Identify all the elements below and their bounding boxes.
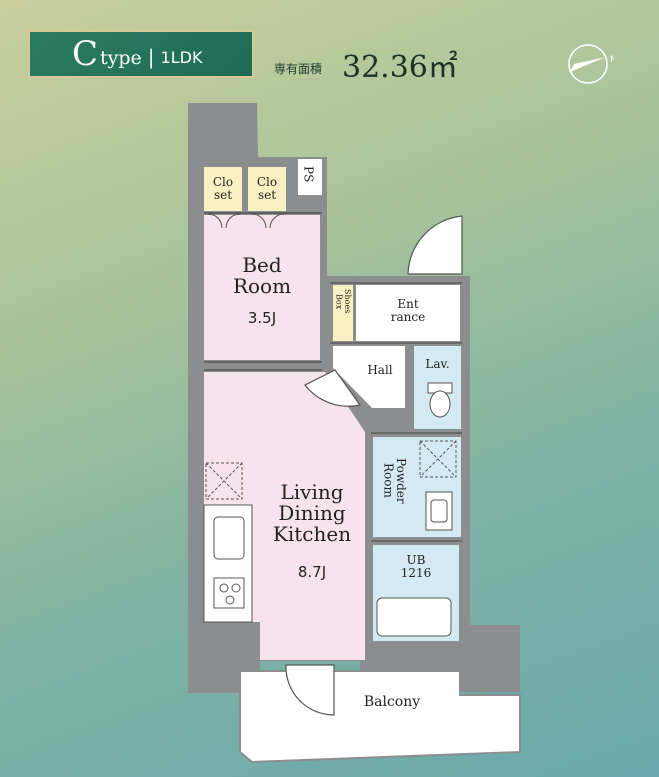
closet-door-1 <box>207 213 223 229</box>
kitchen-counter <box>203 504 253 623</box>
compass-north-label: N <box>610 55 614 65</box>
bathtub-icon <box>376 597 452 637</box>
powder-ventilation-icon <box>419 440 457 478</box>
hall-fill <box>333 346 405 408</box>
ps-fill <box>298 159 322 195</box>
ps-label: PS <box>301 166 316 183</box>
area-label: 専有面積 <box>274 62 323 76</box>
kitchen-sink-icon <box>213 516 245 560</box>
compass-icon: N <box>568 44 614 84</box>
hall-door <box>304 369 362 407</box>
layout-type: 1LDK <box>160 47 203 67</box>
lav-label: Lav. <box>425 357 450 371</box>
entrance-door <box>407 215 463 275</box>
entrance-fill <box>356 285 460 341</box>
type-letter: C <box>72 34 99 74</box>
stove-icon <box>213 577 245 609</box>
hall-label: Hall <box>367 363 393 377</box>
ventilation-icon <box>205 462 243 500</box>
closet-door-4 <box>269 213 285 229</box>
area-value: 32.36㎡ <box>342 50 458 85</box>
type-word: type <box>100 47 142 69</box>
bedroom-size: 3.5J <box>247 309 277 327</box>
type-badge: C type | 1LDK <box>28 30 254 78</box>
balcony-door <box>285 664 335 716</box>
shoes-box-fill <box>333 285 353 341</box>
closet-door-2 <box>225 213 241 229</box>
washbasin-icon <box>425 491 453 531</box>
balcony-label: Balcony <box>363 694 421 710</box>
closet-door-3 <box>251 213 267 229</box>
closet-2-fill <box>248 167 286 211</box>
type-separator: | <box>147 45 155 69</box>
toilet-icon <box>427 382 453 418</box>
bedroom-fill <box>204 215 320 360</box>
closet-1-fill <box>204 167 242 211</box>
ldk-size: 8.7J <box>297 563 327 581</box>
